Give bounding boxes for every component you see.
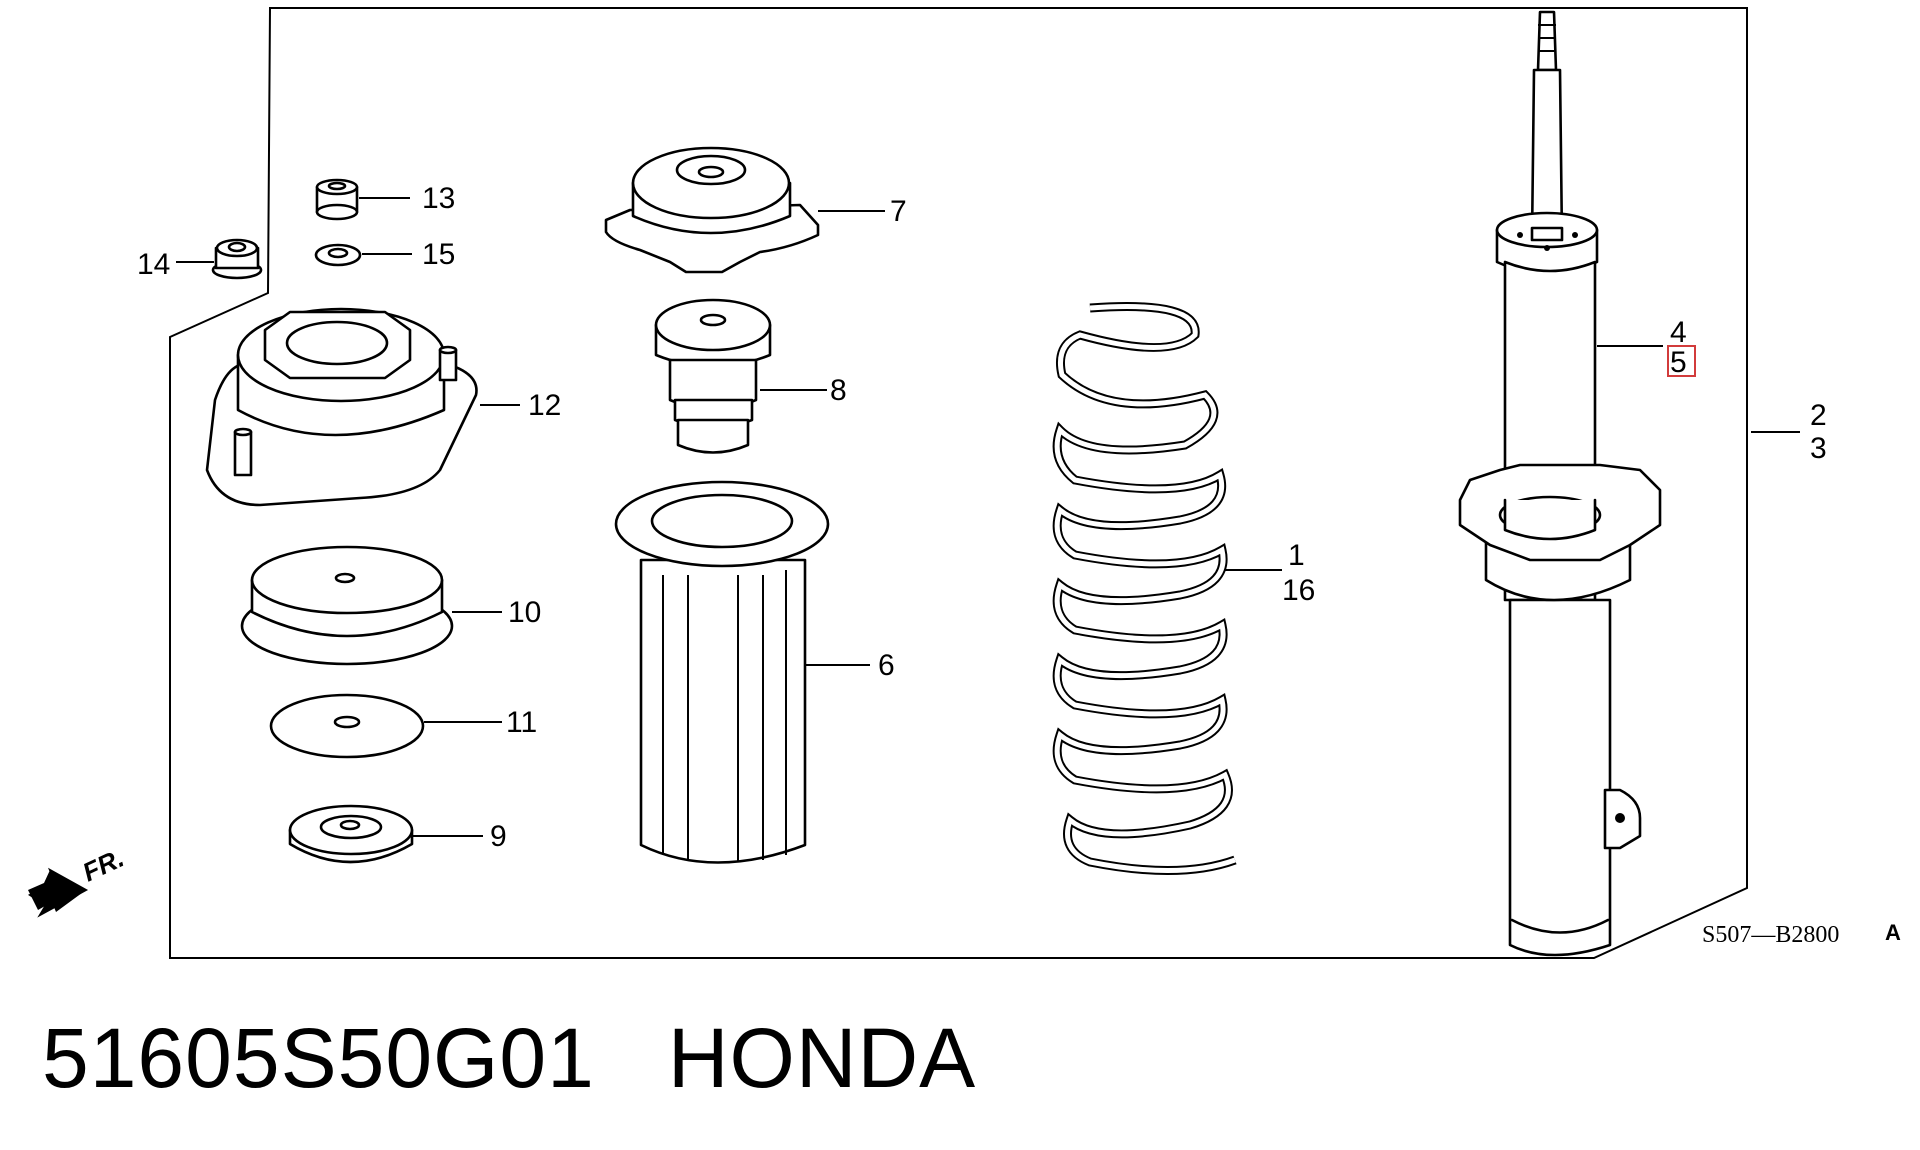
callout-12: 12: [528, 389, 561, 422]
part-2-shock-absorber: [1458, 10, 1662, 957]
diagram-code: S507—B2800: [1702, 922, 1839, 948]
callout-15: 15: [422, 238, 455, 271]
callout-2: 2: [1810, 399, 1827, 432]
part-9-stopper: [288, 804, 414, 864]
part-caption: 51605S50G01 HONDA: [42, 1010, 976, 1107]
callout-13: 13: [422, 182, 455, 215]
callout-10: 10: [508, 596, 541, 629]
part-8-bump-stop: [654, 298, 772, 454]
callout-6: 6: [878, 649, 895, 682]
callout-4: 4: [1670, 316, 1687, 349]
part-10-bearing: [240, 545, 454, 666]
callout-7: 7: [890, 195, 907, 228]
part-1-coil-spring: [1052, 302, 1237, 876]
front-direction-arrow-icon: [27, 867, 89, 918]
part-11-plate-washer: [269, 693, 425, 759]
part-number: 51605S50G01: [42, 1011, 595, 1105]
callout-9: 9: [490, 820, 507, 853]
diagram-code-suffix: A: [1885, 920, 1901, 945]
part-13-self-locking-nut: [315, 178, 359, 221]
part-6-dust-boot: [614, 480, 830, 864]
callout-3: 3: [1810, 432, 1827, 465]
callout-5: 5: [1670, 346, 1687, 379]
assembly-frame: [169, 7, 1748, 959]
front-direction-label: FR.: [78, 843, 129, 888]
part-12-strut-mount: [205, 307, 478, 507]
callout-8: 8: [830, 374, 847, 407]
part-15-washer: [314, 243, 362, 267]
callout-1: 1: [1288, 539, 1305, 572]
part-7-spring-seat: [604, 146, 820, 274]
callout-11: 11: [506, 706, 537, 739]
callout-14: 14: [137, 248, 170, 281]
brand-name: HONDA: [667, 1011, 977, 1105]
callout-5-highlight: [1667, 345, 1696, 377]
part-14-flange-nut: [211, 238, 263, 280]
callout-16: 16: [1282, 574, 1315, 607]
